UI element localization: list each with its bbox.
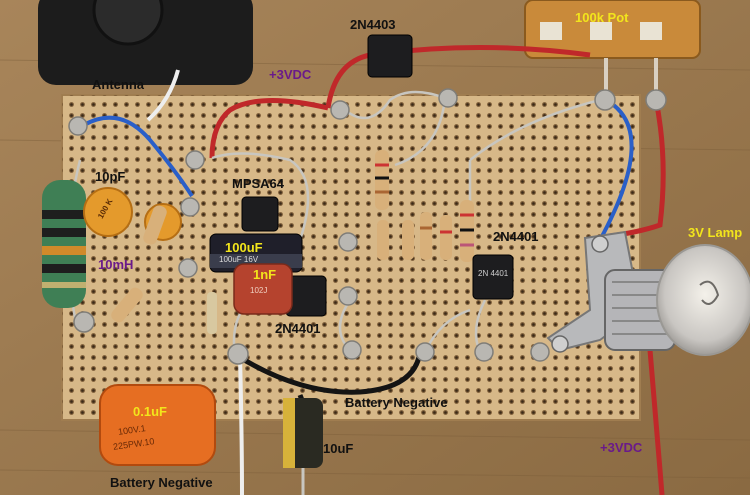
label-10mh: 10mH: [98, 257, 134, 272]
label-2n4403: 2N4403: [350, 17, 396, 32]
cap-01uf-body: [99, 384, 216, 466]
label-battery-negative-bottom: Battery Negative: [110, 475, 213, 490]
inductor: [42, 180, 86, 308]
transistor-mpsa64: [241, 196, 279, 232]
label-battery-negative-mid: Battery Negative: [345, 395, 448, 410]
marking-cap-1nf: 102J: [250, 286, 268, 295]
label-2n4401-mid: 2N4401: [275, 321, 321, 336]
label-antenna: Antenna: [92, 77, 144, 92]
label-10pf: 10pF: [95, 169, 126, 184]
label-mpsa64: MPSA64: [232, 176, 285, 191]
label-3v-lamp: 3V Lamp: [688, 225, 743, 240]
transistor-2n4403: [367, 34, 413, 78]
label-100k-pot: 100k Pot: [575, 10, 629, 25]
cap-10pf-body: [83, 187, 133, 237]
cap-1nf-body: [233, 263, 293, 315]
marking-cap-10uf: 10uF 16V: [282, 414, 292, 450]
label-100uf: 100uF: [225, 240, 263, 255]
lamp-bulb: [604, 244, 750, 356]
label-10uf: 10uF: [323, 441, 354, 456]
antenna-housing: [38, 0, 253, 85]
marking-transistor-right: 2N 4401: [478, 269, 509, 278]
label-2n4401-right: 2N4401: [493, 229, 539, 244]
label-01uf: 0.1uF: [133, 404, 167, 419]
label-supply-bottom: +3VDC: [600, 440, 643, 455]
pot-body: [524, 0, 701, 59]
marking-cap-100uf: 100uF 16V: [219, 255, 259, 264]
transistor-2n4401-right: [472, 254, 514, 300]
label-1nf: 1nF: [253, 267, 277, 282]
label-supply-top: +3VDC: [269, 67, 312, 82]
